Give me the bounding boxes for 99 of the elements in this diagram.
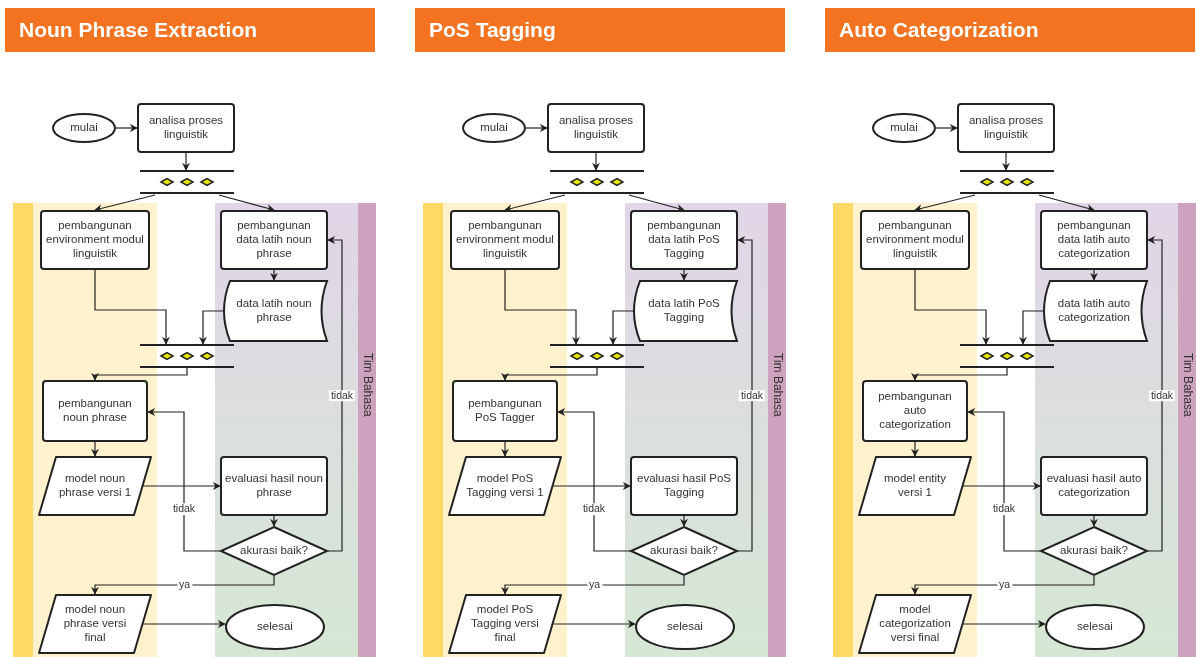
arrow [552,620,636,628]
process-box: pembangunan PoS Tagger [452,380,558,442]
stored-data-shape: data latih noun phrase [220,280,328,342]
swimlane [423,203,567,657]
process-box: pembangunan environment modul linguistik [450,210,560,270]
process-box: evaluasi hasil auto categorization [1040,456,1148,516]
arrow [552,482,631,490]
arrow [962,482,1041,490]
process-box: pembangunan environment modul linguistik [40,210,150,270]
arrow [270,515,278,527]
arrow [1090,269,1098,281]
fork-join-bar [550,344,644,368]
lane-label: Tim Bahasa [1182,353,1194,417]
decision-diamond: akurasi baik? [220,526,328,576]
process-box: pembangunan data latih auto categorization [1040,210,1148,270]
arrow [680,269,688,281]
arrow [91,367,188,381]
arrow [91,575,275,595]
fork-join-bar [960,170,1054,194]
process-box: evaluasi hasil noun phrase [220,456,328,516]
arrow [142,620,226,628]
edge-label: tidak [170,503,198,516]
swimlane [625,203,786,657]
decision-diamond: akurasi baik? [1040,526,1148,576]
terminal-ellipse: mulai [462,113,526,143]
terminal-ellipse: mulai [52,113,116,143]
terminal-ellipse: selesai [225,604,325,650]
fork-join-bar [960,344,1054,368]
arrow [914,194,976,213]
data-parallelogram: model noun phrase versi final [38,594,152,654]
process-box: analisa proses linguistik [547,103,645,153]
arrow [525,124,548,132]
arrow [501,367,598,381]
arrow [609,310,634,345]
process-box: analisa proses linguistik [957,103,1055,153]
edge-label: ya [996,579,1013,591]
fork-join-bar [140,170,234,194]
arrow [557,408,631,552]
arrow [592,152,600,171]
arrow [147,408,221,552]
process-box: evaluasi hasil PoS Tagging [630,456,738,516]
arrow [94,194,156,213]
arrow [504,269,580,345]
arrow [1147,236,1163,552]
terminal-ellipse: selesai [1045,604,1145,650]
arrow [91,441,99,457]
arrow [911,441,919,457]
stored-data-shape: data latih PoS Tagging [630,280,738,342]
process-box: pembangunan data latih noun phrase [220,210,328,270]
lane-label: Tim Bahasa [772,353,784,417]
section-header: Noun Phrase Extraction [5,8,375,52]
lane-label: Tim Bahasa [362,353,374,417]
stored-data-shape: data latih auto categorization [1040,280,1148,342]
arrow [270,269,278,281]
swimlane [215,203,376,657]
edge-label: tidak [580,503,608,516]
swimlane [833,203,977,657]
data-parallelogram: model PoS Tagging versi final [448,594,562,654]
arrow [501,441,509,457]
arrow [911,575,1095,595]
arrow [1090,515,1098,527]
edge-label: ya [586,579,603,591]
arrow [737,236,753,552]
data-parallelogram: model PoS Tagging versi 1 [448,456,562,516]
swimlane [13,203,157,657]
arrow [199,310,224,345]
arrow [962,620,1046,628]
section-header: Auto Categorization [825,8,1195,52]
arrow [504,194,566,213]
process-box: pembangunan noun phrase [42,380,148,442]
terminal-ellipse: selesai [635,604,735,650]
decision-diamond: akurasi baik? [630,526,738,576]
arrow [914,269,990,345]
arrow [911,367,1008,381]
arrow [115,124,138,132]
process-box: analisa proses linguistik [137,103,235,153]
fork-join-bar [550,170,644,194]
section-header: PoS Tagging [415,8,785,52]
arrow [1002,152,1010,171]
arrow [967,408,1041,552]
arrow [501,575,685,595]
terminal-ellipse: mulai [872,113,936,143]
arrow [680,515,688,527]
arrow [327,236,343,552]
process-box: pembangunan environment modul linguistik [860,210,970,270]
edge-label: tidak [990,503,1018,516]
fork-join-bar [140,344,234,368]
swimlane [1035,203,1196,657]
arrow [94,269,170,345]
edge-label: ya [176,579,193,591]
arrow [142,482,221,490]
data-parallelogram: model categorization versi final [858,594,972,654]
data-parallelogram: model noun phrase versi 1 [38,456,152,516]
data-parallelogram: model entity versi 1 [858,456,972,516]
arrow [1019,310,1044,345]
process-box: pembangunan data latih PoS Tagging [630,210,738,270]
arrow [182,152,190,171]
process-box: pembangunan auto categorization [862,380,968,442]
arrow [935,124,958,132]
